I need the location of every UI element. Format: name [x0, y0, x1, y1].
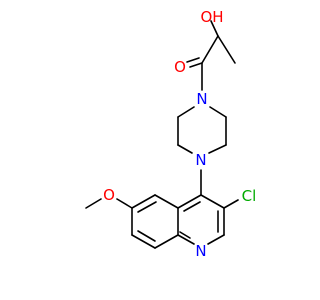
piperazine-nitrogen-bottom-label: N — [195, 151, 206, 169]
bond-ring-4 — [208, 144, 227, 154]
bond-c7-c8 — [131, 234, 156, 249]
chlorine-label: Cl — [242, 187, 257, 205]
bond-n-c8a — [177, 234, 195, 245]
bond-carbonyl-o-1 — [189, 62, 203, 68]
bond-c4-c3 — [200, 194, 225, 209]
bond-c6-o — [116, 198, 133, 209]
bonds — [85, 20, 239, 249]
bond-chiral-carbonyl — [201, 35, 219, 64]
bond-o-ch3 — [85, 198, 102, 209]
bond-carbonyl-o-2 — [186, 57, 200, 63]
molecule-structure: OH O N N O Cl N — [85, 8, 256, 260]
bond-ring-3 — [177, 144, 193, 154]
bond-c4a-c4-inner — [183, 201, 201, 212]
bond-c7-c8-inner — [137, 230, 156, 242]
methoxy-oxygen-label: O — [103, 186, 115, 204]
bond-n-c8a-inner — [179, 231, 191, 239]
quinoline-nitrogen-label: N — [195, 242, 206, 260]
bond-c5-c6-inner — [137, 201, 157, 213]
bond-chiral-methyl — [217, 35, 236, 64]
hydroxyl-label: OH — [200, 8, 223, 26]
bond-c4a-c4 — [177, 194, 202, 209]
carbonyl-oxygen-label: O — [174, 58, 186, 76]
bond-c5-c6 — [131, 194, 156, 209]
bond-ring-6 — [209, 106, 227, 118]
bond-oh-c — [210, 20, 219, 37]
bond-c4a-c5 — [154, 194, 179, 209]
atom-labels: OH O N N O Cl N — [103, 8, 256, 260]
molecule-canvas: OH O N N O Cl N — [85, 8, 257, 260]
piperazine-nitrogen-top-label: N — [196, 90, 207, 108]
bond-c8-c8a — [154, 234, 179, 249]
bond-c2-n — [207, 234, 225, 245]
bond-ring-1 — [177, 106, 195, 118]
bond-c3-cl — [223, 199, 239, 209]
